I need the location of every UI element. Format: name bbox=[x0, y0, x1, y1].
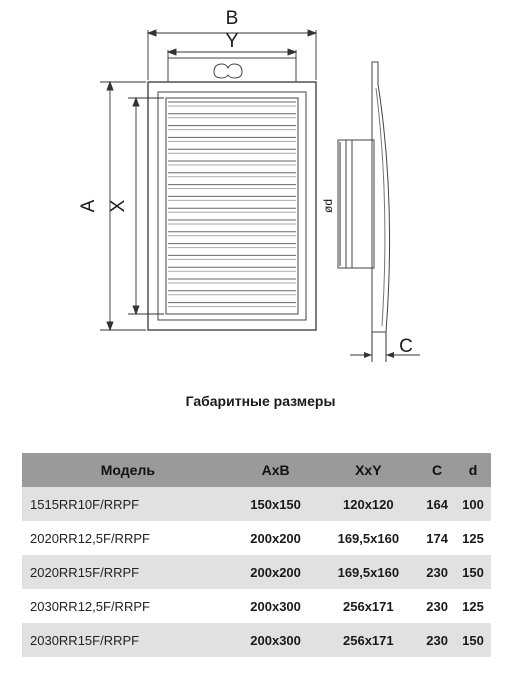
table-row: 2020RR12,5F/RRPF 200x200 169,5x160 174 1… bbox=[22, 521, 491, 555]
cell-xxy: 256x171 bbox=[343, 598, 394, 614]
cell-axb: 200x200 bbox=[250, 530, 301, 546]
technical-drawing: B Y A X ød C bbox=[78, 8, 420, 362]
cell-c: 230 bbox=[419, 555, 456, 589]
header-model: Модель bbox=[22, 453, 234, 487]
cell-axb: 200x300 bbox=[233, 623, 318, 657]
label-d: ød bbox=[321, 199, 335, 213]
cell-xxy: 120x120 bbox=[317, 487, 420, 521]
cell-model: 2020RR12,5F/RRPF bbox=[30, 530, 150, 546]
header-xxy: XxY bbox=[317, 453, 420, 487]
label-b: B bbox=[226, 8, 239, 29]
cell-d: 150 bbox=[455, 623, 491, 657]
side-view-duct bbox=[337, 139, 375, 269]
label-y: Y bbox=[226, 31, 239, 52]
cell-xxy: 256x171 bbox=[317, 623, 420, 657]
table-row: 1515RR10F/RRPF 150x150 120x120 164 100 bbox=[22, 487, 491, 521]
cell-c: 174 bbox=[426, 530, 448, 546]
cell-c: 230 bbox=[419, 623, 456, 657]
cell-c: 230 bbox=[426, 598, 448, 614]
cell-d: 150 bbox=[455, 555, 491, 589]
cell-model: 2030RR15F/RRPF bbox=[22, 623, 234, 657]
cell-d: 125 bbox=[462, 598, 484, 614]
keyhole-icon bbox=[213, 63, 243, 79]
cell-d: 125 bbox=[462, 530, 484, 546]
cell-model: 1515RR10F/RRPF bbox=[22, 487, 234, 521]
cell-axb: 200x300 bbox=[250, 598, 301, 614]
header-axb: AxB bbox=[233, 453, 318, 487]
figure-caption: Габаритные размеры bbox=[185, 393, 336, 409]
cell-axb: 150x150 bbox=[233, 487, 318, 521]
table-row: 2030RR15F/RRPF 200x300 256x171 230 150 bbox=[22, 623, 491, 657]
table-header-row: Модель AxB XxY C d bbox=[22, 453, 491, 487]
label-x: X bbox=[108, 199, 129, 212]
cell-xxy: 169,5x160 bbox=[337, 530, 400, 546]
side-view-body bbox=[371, 61, 391, 333]
cell-model: 2030RR12,5F/RRPF bbox=[30, 598, 150, 614]
hanging-tab bbox=[167, 57, 297, 83]
header-c: C bbox=[419, 453, 456, 487]
cell-model: 2020RR15F/RRPF bbox=[22, 555, 234, 589]
label-a: A bbox=[78, 199, 99, 212]
cell-xxy: 169,5x160 bbox=[317, 555, 420, 589]
grille-inner-frame bbox=[157, 91, 307, 321]
table-row: 2020RR15F/RRPF 200x200 169,5x160 230 150 bbox=[22, 555, 491, 589]
grille-louver-area bbox=[165, 97, 299, 315]
grille-outer-frame bbox=[147, 81, 317, 331]
spec-table: Модель AxB XxY C d 1515RR10F/RRPF 150x15… bbox=[22, 453, 491, 657]
table-row: 2030RR12,5F/RRPF 200x300 256x171 230 125 bbox=[22, 589, 491, 623]
cell-d: 100 bbox=[455, 487, 491, 521]
cell-axb: 200x200 bbox=[233, 555, 318, 589]
cell-c: 164 bbox=[419, 487, 456, 521]
label-c: C bbox=[399, 336, 413, 357]
header-d: d bbox=[455, 453, 491, 487]
